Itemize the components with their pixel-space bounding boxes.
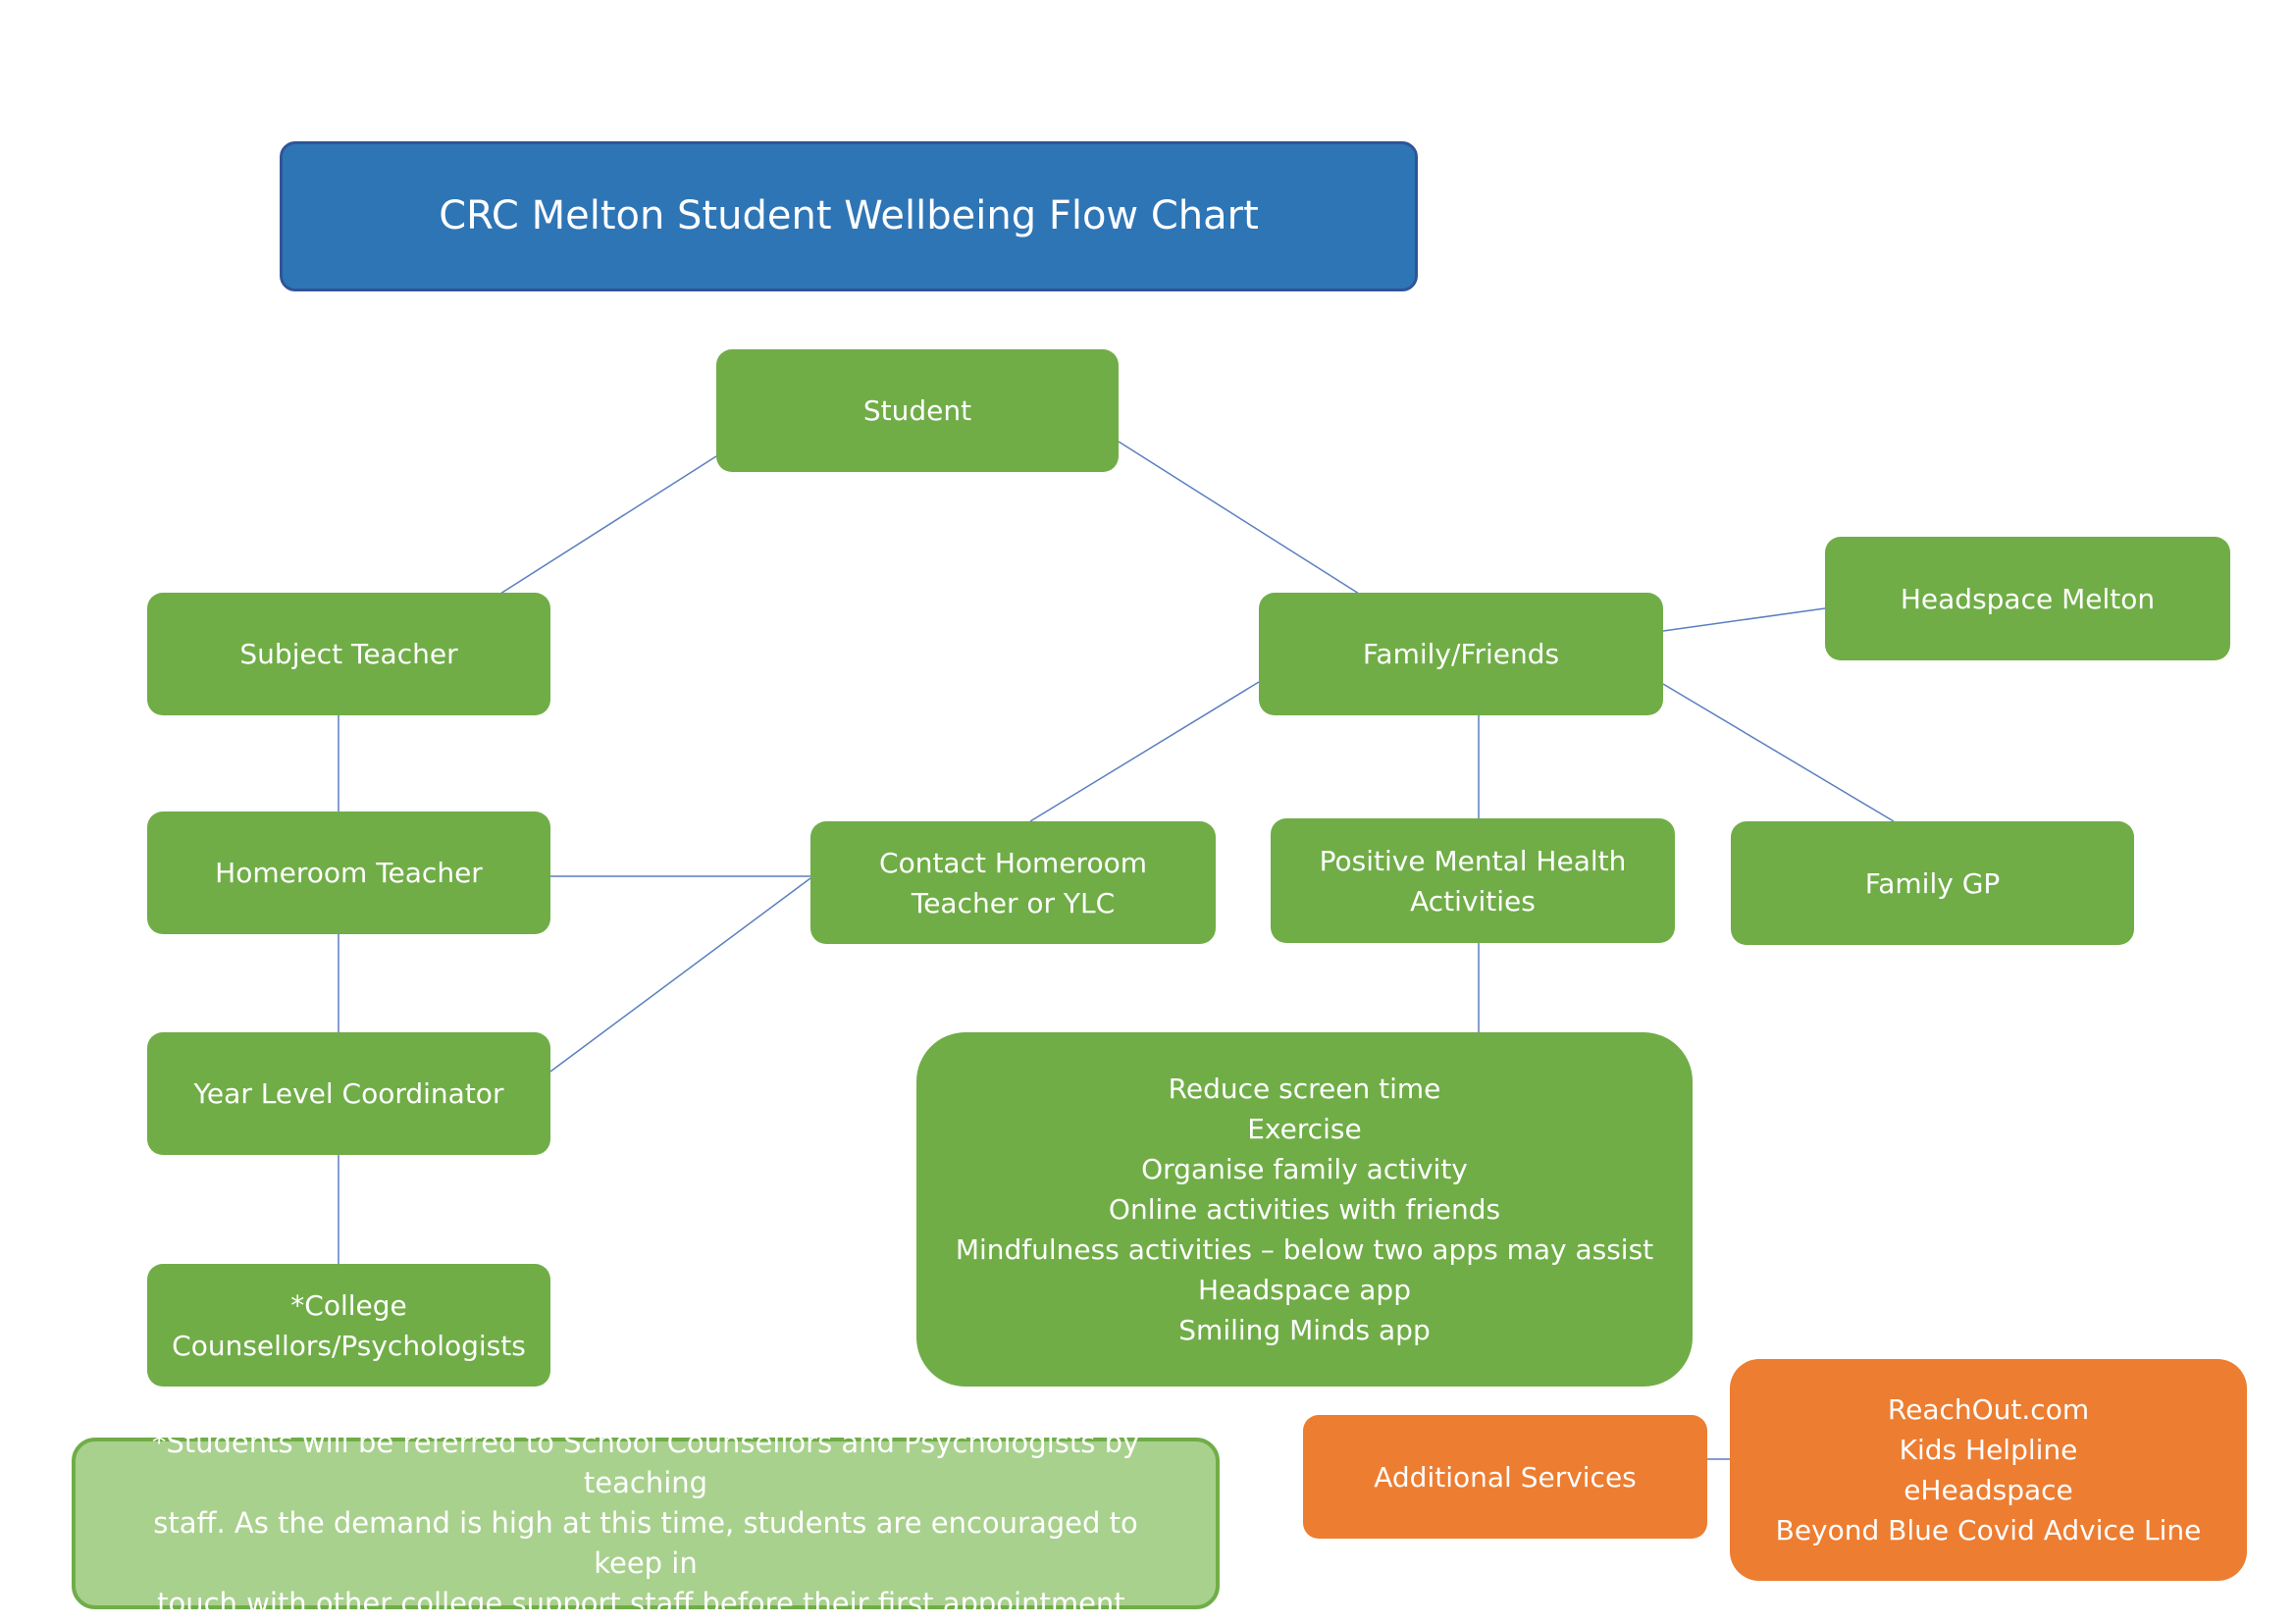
node-homeroom-teacher-label: Homeroom Teacher [215,857,483,889]
activity-item: Headspace app [1198,1274,1411,1306]
activity-item: Organise family activity [1141,1153,1468,1185]
service-item: ReachOut.com [1887,1393,2090,1426]
activity-item: Exercise [1247,1113,1362,1145]
node-family-friends: Family/Friends [1259,593,1663,715]
node-college-counsellors: *College Counsellors/Psychologists [147,1264,550,1387]
node-subject-teacher-label: Subject Teacher [239,638,458,670]
node-contact-homeroom-line-1: Contact Homeroom [879,846,1147,879]
node-family-gp: Family GP [1731,821,2134,945]
footnote-box: *Students will be referred to School Cou… [72,1426,1220,1620]
node-college-counsellors-line-2: Counsellors/Psychologists [172,1329,526,1362]
node-student-label: Student [862,394,972,427]
node-contact-homeroom: Contact Homeroom Teacher or YLC [810,821,1216,944]
connector-family-contact [1029,681,1260,822]
connector-student-family-friends [1118,441,1360,595]
node-family-friends-label: Family/Friends [1362,638,1560,670]
activity-item: Reduce screen time [1168,1073,1441,1105]
page-title: CRC Melton Student Wellbeing Flow Chart [280,141,1418,291]
node-positive-mental-health-line-2: Activities [1410,884,1536,917]
node-additional-services-label: Additional Services [1374,1460,1637,1493]
node-contact-homeroom-line-2: Teacher or YLC [911,886,1116,919]
node-positive-mental-health: Positive Mental Health Activities [1271,818,1675,943]
connector-student-subject-teacher [499,455,717,595]
activity-item: Mindfulness activities – below two apps … [955,1233,1654,1266]
node-additional-services: Additional Services [1303,1415,1707,1539]
activity-item: Online activities with friends [1108,1193,1501,1226]
footnote-line-1: *Students will be referred to School Cou… [151,1426,1140,1499]
node-college-counsellors-line-1: *College [290,1288,407,1322]
node-headspace-melton-label: Headspace Melton [1900,582,2156,615]
service-item: Beyond Blue Covid Advice Line [1775,1514,2202,1546]
footnote-line-2: staff. As the demand is high at this tim… [153,1506,1138,1580]
node-subject-teacher: Subject Teacher [147,593,550,715]
node-student: Student [716,349,1119,472]
activity-item: Smiling Minds app [1178,1314,1431,1346]
service-item: eHeadspace [1904,1474,2073,1506]
node-activities-list: Reduce screen time Exercise Organise fam… [916,1032,1693,1387]
node-year-level-coordinator-label: Year Level Coordinator [193,1077,504,1110]
page-title-text: CRC Melton Student Wellbeing Flow Chart [439,193,1259,238]
node-headspace-melton: Headspace Melton [1825,537,2230,660]
node-positive-mental-health-line-1: Positive Mental Health [1319,844,1627,877]
node-services-list: ReachOut.com Kids Helpline eHeadspace Be… [1730,1359,2247,1581]
connector-ylc-contact [549,877,811,1073]
node-homeroom-teacher: Homeroom Teacher [147,812,550,934]
connector-family-headspace [1662,607,1826,632]
node-year-level-coordinator: Year Level Coordinator [147,1032,550,1155]
node-family-gp-label: Family GP [1864,866,2001,900]
service-item: Kids Helpline [1899,1434,2078,1466]
footnote-line-3: touch with other college support staff b… [157,1587,1134,1620]
connector-family-gp [1662,683,1895,822]
